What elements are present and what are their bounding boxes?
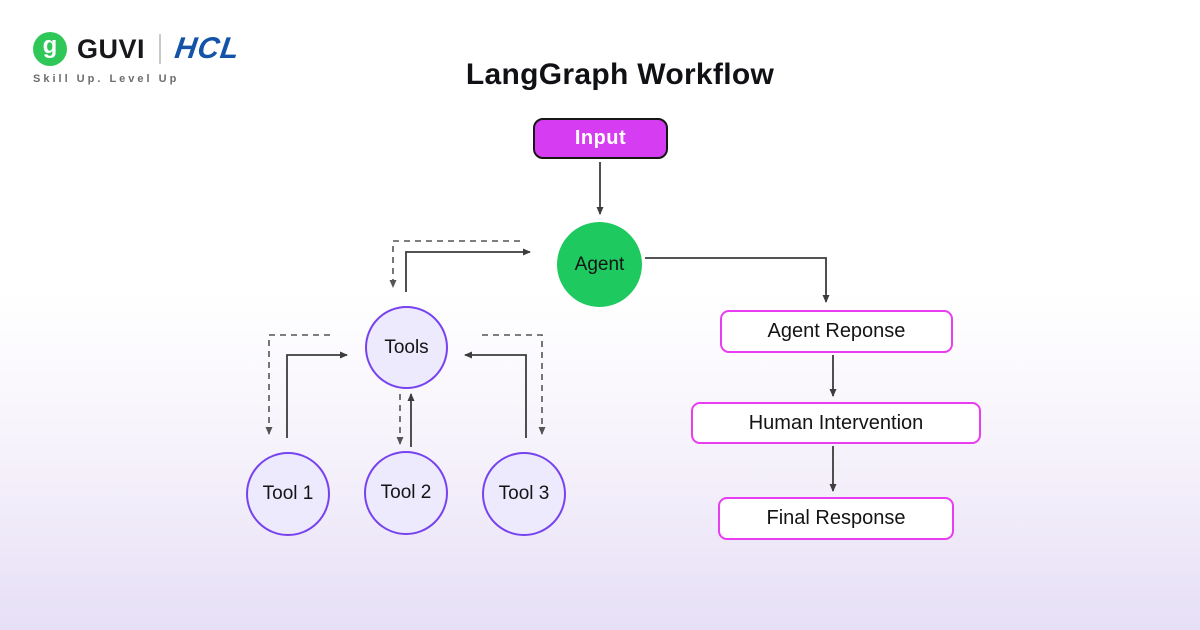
brand-logo-row: g GUVI HCL [33,32,242,66]
node-agent-label: Agent [574,253,625,275]
node-final-response: Final Response [718,497,954,540]
node-agent: Agent [557,222,642,307]
edge-agent-tools-dashed [389,240,520,288]
guvi-logo-icon: g [33,32,67,66]
node-tool-2-label: Tool 2 [380,482,432,503]
page-title: LangGraph Workflow [465,58,775,91]
node-tool-3-label: Tool 3 [498,483,550,504]
edge-agent-agent-response [645,257,830,303]
guvi-logo-text: GUVI [77,33,146,64]
node-human-intervention-label: Human Intervention [748,411,924,434]
edge-tool1-tools-solid [286,351,348,438]
node-tools: Tools [365,306,448,389]
node-agent-response: Agent Reponse [720,310,953,353]
edge-tools-tool3-dashed [482,334,546,435]
brand-header: g GUVI HCL Skill Up. Level Up [33,32,242,85]
brand-tagline: Skill Up. Level Up [33,73,180,85]
brand-divider [159,34,162,64]
node-final-response-label: Final Response [766,507,906,529]
node-input: Input [533,118,668,159]
node-tool-1-label: Tool 1 [262,483,314,504]
edge-tool3-tools-solid [464,351,527,438]
node-agent-response-label: Agent Reponse [767,320,906,342]
node-tools-label: Tools [384,336,429,358]
edge-tools-tool1-dashed [265,334,330,435]
node-tool-1: Tool 1 [246,452,330,536]
guvi-logo-glyph: g [42,32,58,59]
node-tool-2: Tool 2 [364,451,448,535]
node-tool-3: Tool 3 [482,452,566,536]
node-human-intervention: Human Intervention [691,402,981,444]
edge-tools-agent-solid [405,248,531,292]
node-input-label: Input [574,127,627,149]
